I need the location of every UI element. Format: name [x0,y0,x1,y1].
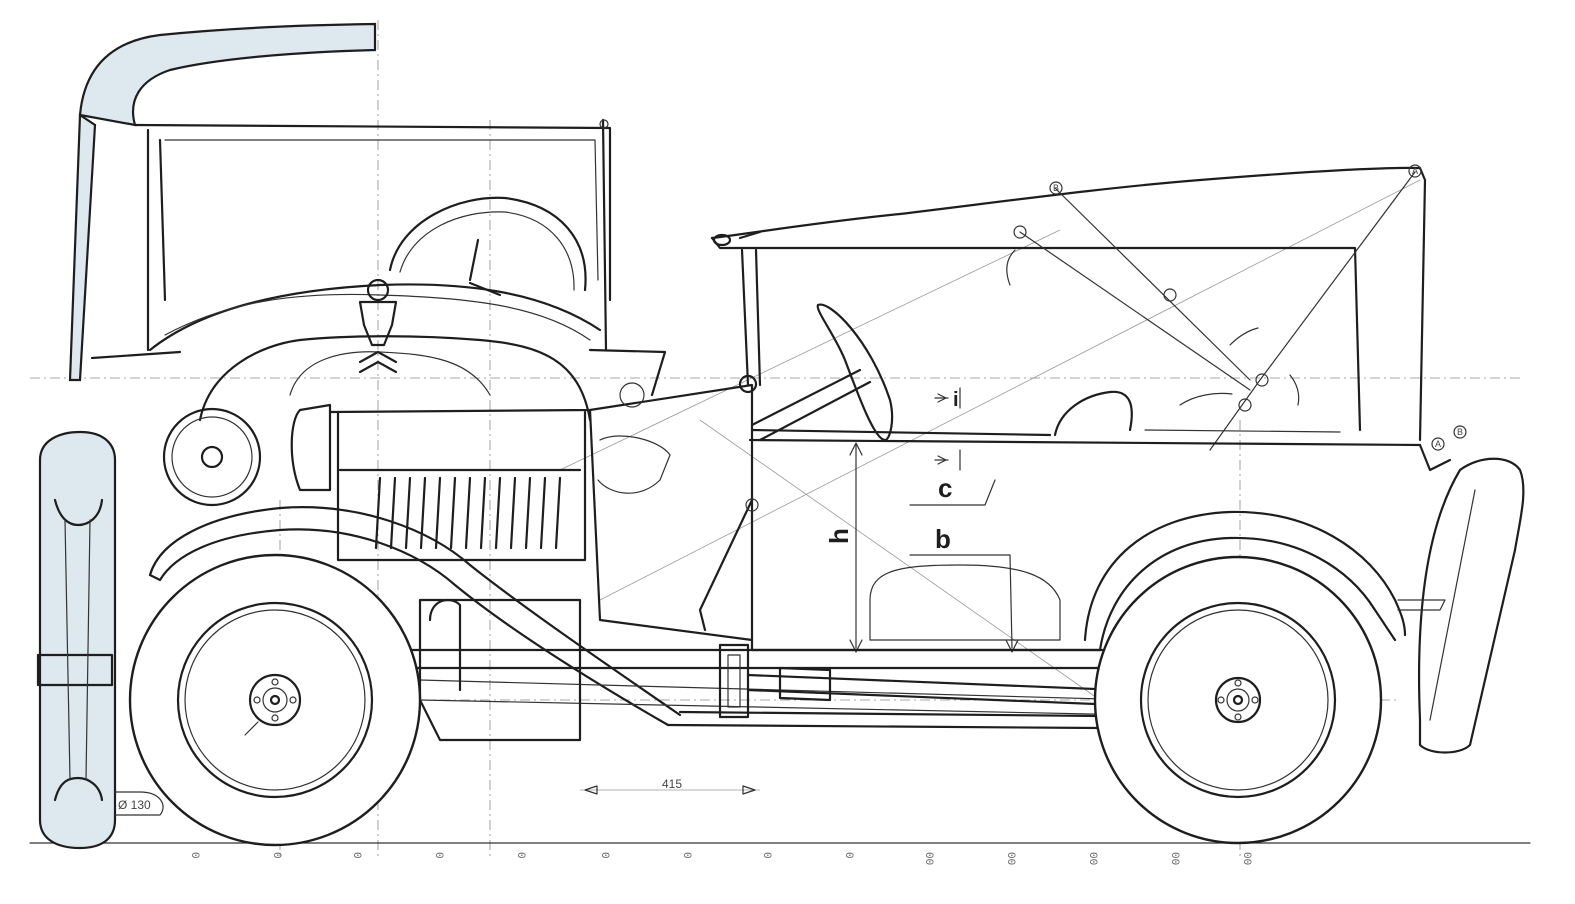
pivot-b-label-top: B [1053,183,1059,193]
scale-tick: 0 [760,852,772,859]
pivot-a-label-rear: A [1435,439,1441,449]
hood-pivot-markers: B A B A [1049,164,1467,451]
dimension-label-i: i [953,389,959,411]
scale-tick: 00 [1004,852,1016,865]
front-wheel [128,553,422,847]
scale-tick: 0 [598,852,610,859]
scale-tick-labels: 0 0 0 0 0 0 0 0 0 00 00 00 00 00 [188,852,1252,865]
scale-tick: 0 [514,852,526,859]
dimension-label-b: b [935,524,951,554]
bonnet-louvres [374,476,562,550]
scale-tick: 0 [270,852,282,859]
front-view [36,22,667,850]
scale-tick: 0 [842,852,854,859]
scale-tick: 00 [922,852,934,865]
pivot-a-label-top: A [1412,166,1418,176]
rear-wheel [1093,555,1383,845]
scale-tick: 00 [1086,852,1098,865]
dimension-label-c: c [938,473,952,503]
scale-tick: 0 [188,852,200,859]
scale-tick: 0 [432,852,444,859]
side-view [148,166,1525,754]
scale-tick: 00 [1168,852,1180,865]
scale-tick: 0 [350,852,362,859]
wheel-diameter-callout: Ø 130 [118,798,151,812]
pivot-b-label-rear: B [1457,427,1463,437]
scale-tick: 0 [680,852,692,859]
scale-tick: 00 [1240,852,1252,865]
dimension-label-h: h [824,528,854,544]
offset-dimension: 415 [662,777,682,791]
